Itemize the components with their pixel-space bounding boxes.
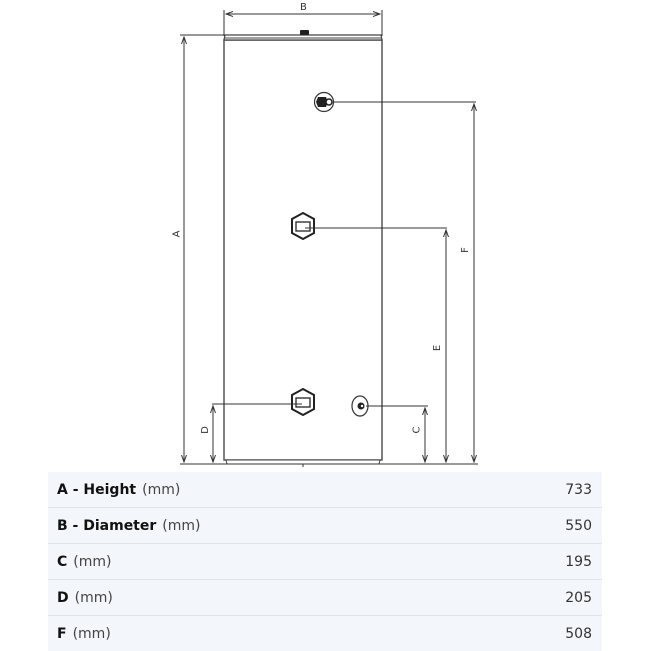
- cylinder-diagram: B A D C E F: [171, 2, 478, 467]
- label-d: D: [199, 426, 211, 434]
- spec-value: 205: [565, 589, 592, 606]
- spec-label: F(mm): [57, 625, 111, 642]
- spec-label: D(mm): [57, 589, 113, 606]
- spec-value: 508: [565, 625, 592, 642]
- middle-hex-fitting-icon: [291, 211, 315, 241]
- label-a: A: [171, 230, 183, 238]
- dimension-b: [223, 10, 383, 36]
- bottom-round-fitting-icon: [351, 395, 369, 417]
- spec-row-f: F(mm) 508: [48, 616, 602, 651]
- dimension-a: [180, 34, 478, 465]
- spec-label: C(mm): [57, 553, 112, 570]
- spec-row-d: D(mm) 205: [48, 580, 602, 616]
- spec-value: 195: [565, 553, 592, 570]
- top-fitting-icon: [313, 91, 335, 113]
- dimensions-table: A - Height(mm) 733 B - Diameter(mm) 550 …: [48, 472, 602, 651]
- spec-row-b: B - Diameter(mm) 550: [48, 508, 602, 544]
- label-b: B: [300, 2, 307, 13]
- spec-row-c: C(mm) 195: [48, 544, 602, 580]
- label-e: E: [432, 344, 444, 352]
- spec-value: 550: [565, 517, 592, 534]
- spec-label: B - Diameter(mm): [57, 517, 201, 534]
- spec-label: A - Height(mm): [57, 481, 181, 498]
- technical-drawing: [180, 10, 478, 467]
- bottom-hex-fitting-icon: [291, 387, 315, 417]
- spec-row-a: A - Height(mm) 733: [48, 472, 602, 508]
- label-f: F: [459, 247, 471, 253]
- label-c: C: [411, 426, 423, 434]
- spec-value: 733: [565, 481, 592, 498]
